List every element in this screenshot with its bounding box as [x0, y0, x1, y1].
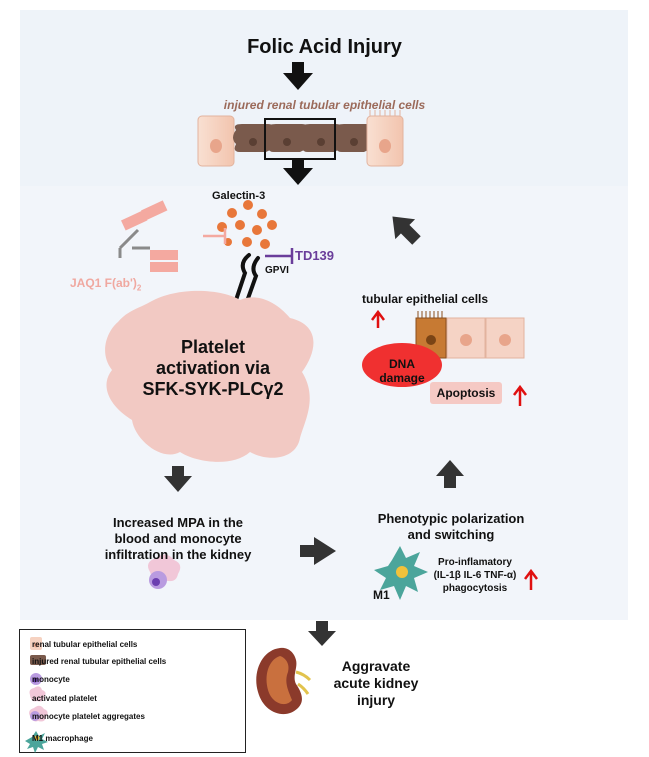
- gpvi-label: GPVI: [265, 265, 289, 276]
- aggravate-text: Aggravate acute kidney injury: [333, 658, 419, 708]
- m1-label: M1: [373, 588, 390, 602]
- kidney-icon: [256, 647, 312, 715]
- tubular-cell-row: [197, 110, 404, 167]
- dna-damage-label: DNA damage: [379, 357, 425, 385]
- arrow-down-3: [164, 466, 192, 492]
- tec-panel-cells: [362, 309, 527, 406]
- page-title: Folic Acid Injury: [247, 36, 402, 58]
- injured-cells: [233, 124, 373, 152]
- td139-label: TD139: [295, 248, 335, 263]
- top-background-panel: [20, 10, 628, 186]
- legend-item-monocyte: monocyte: [32, 675, 70, 684]
- galectin-3-molecules: [217, 200, 277, 249]
- healthy-cell-left: [197, 115, 235, 167]
- injured-cells-label: injured renal tubular epithelial cells: [223, 98, 426, 112]
- healthy-cell-right: [366, 110, 404, 167]
- up-arrow-dna: [371, 309, 385, 328]
- arrow-down-1: [283, 62, 313, 90]
- phenotypic-text: Phenotypic polarization and switching: [377, 511, 525, 542]
- arrow-down-4: [308, 621, 336, 646]
- pro-inflammatory-text: Pro-inflamatory (IL-1β IL-6 TNF-α) phago…: [433, 557, 517, 594]
- mpa-illustration: [148, 554, 181, 589]
- legend-icons: [25, 637, 48, 753]
- galectin-label: Galectin-3: [212, 190, 266, 202]
- arrow-right-1: [300, 537, 336, 565]
- apoptosis-box: [430, 382, 502, 404]
- legend-item-m1-macrophage: M1 macrophage: [32, 734, 93, 743]
- platelet-shape: [105, 290, 314, 462]
- platelet-activation-text: Platelet activation via SFK-SYK-PLCγ2: [142, 337, 284, 399]
- jaq1-label: JAQ1 F(ab')2: [70, 276, 142, 293]
- legend-item-activated-platelet: activated platelet: [32, 694, 97, 703]
- up-arrow-pro: [524, 568, 538, 590]
- legend-item-injured-cell: injured renal tubular epithelial cells: [32, 657, 167, 666]
- legend-item-mpa: monocyte platelet aggregates: [32, 712, 145, 721]
- apoptosis-label: Apoptosis: [436, 386, 496, 400]
- up-arrow-apoptosis: [513, 384, 527, 406]
- gpvi-receptor: [233, 253, 260, 306]
- arrow-up-left: [392, 216, 421, 245]
- tec-label: tubular epithelial cells: [362, 292, 489, 306]
- mpa-text: Increased MPA in the blood and monocyte …: [104, 515, 252, 562]
- td139-inhibitor: [265, 248, 294, 264]
- arrow-down-2: [283, 158, 313, 185]
- arrow-up-1: [436, 460, 464, 488]
- m1-macrophage-icon: [374, 546, 428, 600]
- jaq1-antibody: [118, 200, 227, 272]
- legend-item-healthy-cell: renal tubular epithelial cells: [32, 640, 138, 649]
